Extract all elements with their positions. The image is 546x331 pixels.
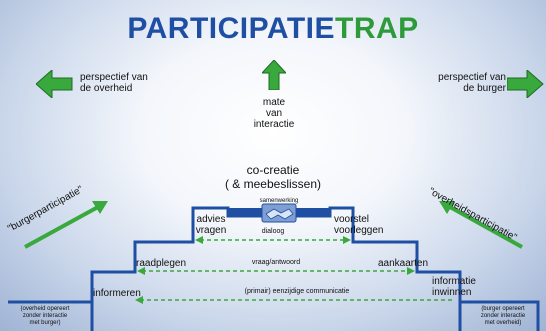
vraag-antwoord-arrow: [137, 267, 415, 275]
interaction-label: mate van interactie: [250, 97, 298, 130]
step-voorstel-line2: voorleggen: [334, 225, 384, 236]
interaction-line2: van: [265, 108, 283, 119]
interaction-line1: mate: [262, 97, 286, 108]
step-aankaarten: aankaarten: [378, 258, 429, 269]
step-informatie-line2: inwinnen: [432, 287, 472, 298]
corner-right-line1: (burger opereert: [481, 306, 525, 312]
title-part1: PARTICIPATIE: [127, 12, 335, 45]
corner-note-right: (burger opereert zonder interactie met o…: [462, 306, 544, 327]
corner-note-left: (overheid opereert zonder interactie met…: [0, 306, 90, 327]
samenwerking-label: samenwerking: [259, 198, 299, 204]
step-advies: advies vragen: [193, 214, 229, 236]
interaction-line3: interactie: [253, 119, 295, 130]
cocreatie-label: co-creatie ( & meebeslissen): [208, 163, 338, 191]
step-raadplegen: raadplegen: [136, 258, 187, 269]
step-informeren: informeren: [93, 288, 141, 299]
page-title: PARTICIPATIETRAP: [0, 12, 546, 46]
arrow-left-icon: [36, 70, 73, 98]
primair-arrow: [135, 296, 454, 304]
arrow-right-icon: [507, 70, 544, 98]
cocreatie-line2: ( & meebeslissen): [224, 177, 322, 191]
left-perspective-line1: perspectief van: [80, 72, 148, 83]
step-informatie: informatie inwinnen: [432, 276, 496, 298]
dialoog-arrow: [195, 236, 351, 244]
step-advies-line2: vragen: [195, 225, 227, 236]
right-perspective-line2: de burger: [463, 83, 506, 94]
arrow-up-icon: [262, 60, 286, 90]
step-informatie-line1: informatie: [432, 276, 476, 287]
left-perspective-line2: de overheid: [80, 83, 133, 94]
diagonal-arrow-left-icon: [24, 201, 108, 249]
diagonal-arrow-right-icon: [439, 201, 523, 249]
step-voorstel: voorstel voorleggen: [334, 214, 404, 236]
corner-left-line3: met burger): [29, 320, 61, 326]
corner-right-line3: met overheid): [484, 320, 522, 326]
corner-right-line2: zonder interactie: [480, 313, 526, 319]
dialoog-label: dialoog: [261, 228, 285, 235]
corner-left-line1: (overheid opereert: [20, 306, 70, 312]
right-perspective-label: perspectief van de burger: [434, 72, 506, 94]
primair-label: (primair) eenzijdige communicatie: [244, 288, 350, 295]
vraag-antwoord-label: vraag/antwoord: [251, 259, 301, 266]
step-voorstel-line1: voorstel: [334, 214, 370, 225]
title-part2: TRAP: [335, 12, 419, 45]
right-perspective-line1: perspectief van: [438, 72, 506, 83]
step-advies-line1: advies: [196, 214, 226, 225]
cocreatie-line1: co-creatie: [246, 163, 300, 177]
left-perspective-label: perspectief van de overheid: [80, 72, 148, 94]
corner-left-line2: zonder interactie: [22, 313, 68, 319]
